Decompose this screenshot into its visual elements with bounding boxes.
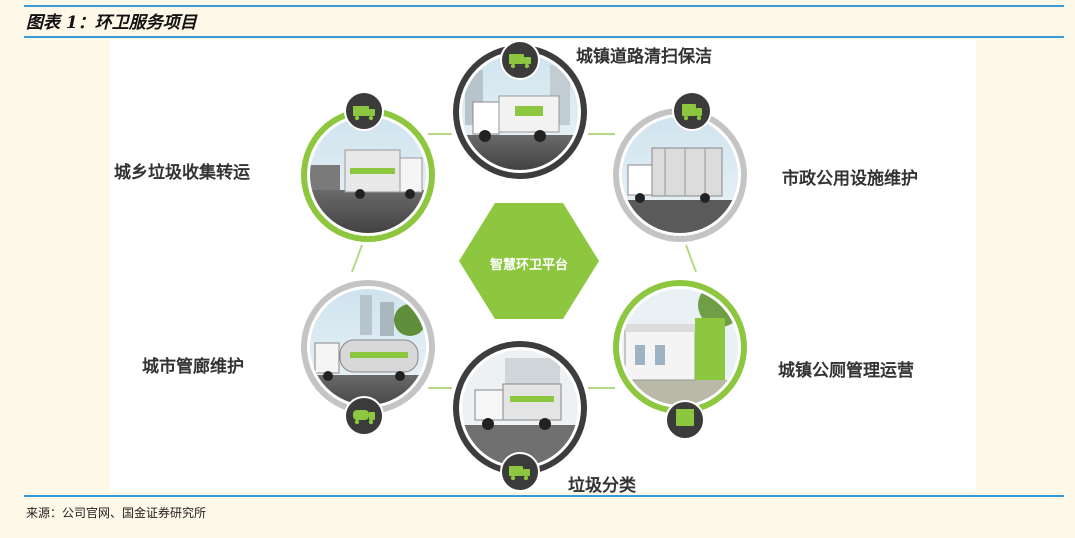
node-utility-tunnel [301,280,435,436]
node-public-toilet [613,280,747,440]
figure-title: 图表 1：环卫服务项目 [26,13,197,33]
diagram-panel: 智慧环卫平台 城镇道路清扫保洁 城乡垃圾收集转运 市政公用设施维护 城市管廊维护… [110,40,976,496]
title-underline [24,36,1064,38]
garbage-truck-icon [353,106,375,121]
building-icon [676,409,694,426]
tanker-truck-icon [353,410,375,425]
label-collection-transfer: 城乡垃圾收集转运 [114,163,250,183]
connector-lines [351,133,697,389]
box-truck-icon [682,104,702,121]
center-label: 智慧环卫平台 [489,258,568,273]
center-hexagon [459,203,599,319]
node-collection-transfer [301,91,435,242]
figure-source: 来源：公司官网、国金证券研究所 [26,506,207,520]
label-public-toilet: 城镇公厕管理运营 [778,361,914,381]
label-sorting: 垃圾分类 [568,476,636,496]
top-rule [24,5,1064,7]
node-road-cleaning [453,40,587,179]
node-sorting [453,341,587,492]
diagram-graphic [301,40,747,492]
truck-icon [509,54,531,69]
bottom-rule [24,495,1064,497]
label-road-cleaning: 城镇道路清扫保洁 [576,47,712,67]
label-utility-tunnel: 城市管廊维护 [142,357,244,377]
node-municipal-maintenance [613,91,747,242]
sorting-truck-icon [509,466,530,481]
label-municipal-maintenance: 市政公用设施维护 [782,169,918,189]
